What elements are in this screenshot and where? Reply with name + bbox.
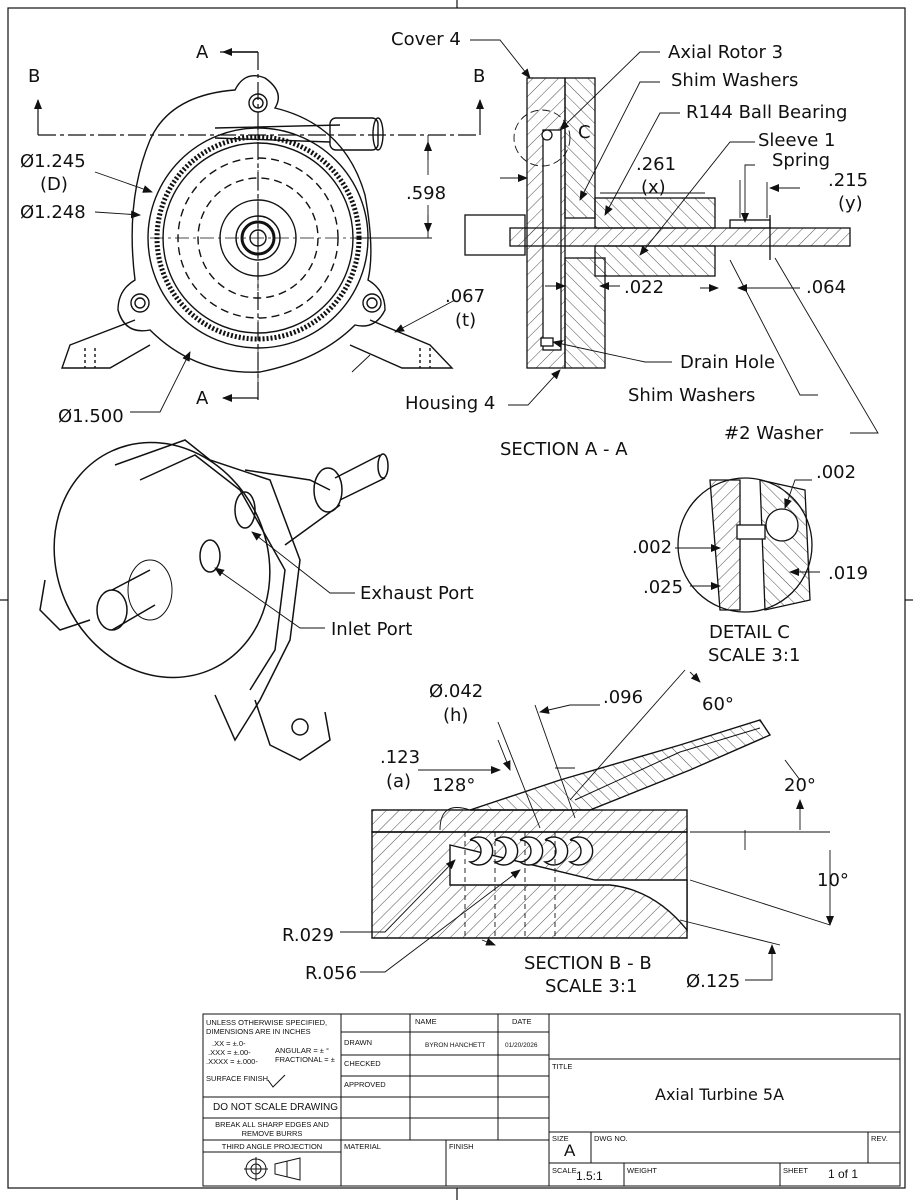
label-bearing: R144 Ball Bearing (686, 102, 848, 123)
section-b-right-label: B (473, 66, 486, 87)
label-rotor: Axial Rotor 3 (668, 42, 784, 63)
front-dimension-lines (94, 135, 456, 413)
label-detail-ref: C (578, 122, 591, 143)
radius-029: R.029 (282, 925, 334, 946)
section-aa-leaders (470, 39, 879, 434)
label-inlet-port: Inlet Port (331, 619, 413, 640)
dim-022: .022 (624, 277, 665, 298)
label-drain: Drain Hole (680, 352, 776, 373)
dim-096: .096 (603, 687, 644, 708)
dim-dia-042: Ø.042 (429, 681, 484, 702)
dim-019: .019 (828, 563, 869, 584)
label-shim-top: Shim Washers (671, 70, 799, 91)
detail-c-dims (675, 479, 820, 590)
dim-dia-1248: Ø1.248 (20, 202, 86, 223)
tb-sheet-label: SHEET (783, 1166, 809, 1175)
label-housing: Housing 4 (405, 393, 496, 414)
angle-10: 10° (817, 870, 849, 891)
detail-c (677, 477, 813, 613)
section-bb (371, 719, 772, 939)
section-a-bottom-label: A (196, 388, 209, 409)
angle-20: 20° (784, 775, 816, 796)
tb-scale: 1.5:1 (576, 1169, 603, 1183)
dim-067-sub: (t) (455, 310, 477, 331)
tb-title-label: TITLE (552, 1062, 573, 1071)
tb-row-approved: APPROVED (344, 1080, 386, 1089)
dim-dia-1245-sub: (D) (40, 174, 68, 195)
dim-215: .215 (828, 170, 869, 191)
title-block (202, 1013, 901, 1187)
section-aa (464, 77, 851, 369)
tb-drawn-name: BYRON HANCHETT (425, 1042, 486, 1049)
dim-dia-042-sub: (h) (443, 705, 469, 726)
tb-col-date: DATE (512, 1017, 532, 1026)
tb-sheet: 1 of 1 (828, 1167, 859, 1181)
dim-dia-125: Ø.125 (686, 971, 741, 992)
front-view (61, 75, 454, 373)
iso-leaders (214, 531, 355, 629)
caption-section-bb: SECTION B - B (524, 953, 652, 974)
tb-size: A (564, 1141, 576, 1160)
label-cover: Cover 4 (391, 29, 461, 50)
dim-261-sub: (x) (641, 177, 666, 198)
tb-tol-xxx: .XXX = ±.00- (208, 1048, 251, 1057)
dim-067: .067 (445, 286, 486, 307)
section-a-top-label: A (196, 42, 209, 63)
label-spring: Spring (772, 150, 831, 171)
tb-burrs-1: BREAK ALL SHARP EDGES AND (215, 1120, 329, 1129)
tb-drawn-date: 01/20/2026 (505, 1042, 538, 1049)
dim-123: .123 (380, 747, 421, 768)
tb-material: MATERIAL (344, 1142, 381, 1151)
tb-row-checked: CHECKED (344, 1059, 381, 1068)
caption-detail-c: DETAIL C (709, 622, 790, 643)
tb-tol-xxxx: .XXXX = ±.000- (206, 1057, 258, 1066)
dim-dia-1245: Ø1.245 (20, 151, 86, 172)
label-shim-bottom: Shim Washers (628, 385, 756, 406)
label-washer: #2 Washer (724, 423, 824, 444)
angle-128: 128° (432, 775, 476, 796)
caption-section-bb-scale: SCALE 3:1 (545, 976, 638, 997)
tb-scale-label: SCALE (552, 1166, 577, 1175)
tb-dwg-label: DWG NO. (594, 1134, 628, 1143)
tb-finish: FINISH (449, 1142, 474, 1151)
dim-215-sub: (y) (838, 193, 863, 214)
tb-tol-xx: .XX = ±.0- (212, 1039, 246, 1048)
label-sleeve: Sleeve 1 (758, 130, 836, 151)
dim-002-top: .002 (816, 462, 857, 483)
tb-title: Axial Turbine 5A (655, 1085, 785, 1104)
tb-surface-finish: SURFACE FINISH (206, 1074, 269, 1083)
tb-no-scale: DO NOT SCALE DRAWING (213, 1102, 339, 1113)
tb-tol-angular: ANGULAR = ± ° (275, 1046, 330, 1055)
dim-002-left: .002 (632, 537, 673, 558)
section-b-left-label: B (28, 66, 41, 87)
iso-view (39, 439, 389, 761)
dim-025: .025 (643, 577, 684, 598)
radius-056: R.056 (305, 963, 357, 984)
tb-notes-2: DIMENSIONS ARE IN INCHES (206, 1027, 311, 1036)
caption-section-aa: SECTION A - A (500, 439, 628, 460)
cutting-plane-lines (34, 48, 484, 402)
dim-598: .598 (406, 183, 447, 204)
tb-rev-label: REV. (871, 1134, 888, 1143)
angle-60: 60° (702, 694, 734, 715)
label-exhaust-port: Exhaust Port (360, 583, 474, 604)
tb-tol-fractional: FRACTIONAL = ± (275, 1055, 335, 1064)
dim-dia-1500: Ø1.500 (58, 406, 124, 427)
tb-burrs-2: REMOVE BURRS (241, 1129, 303, 1138)
tb-row-drawn: DRAWN (344, 1038, 373, 1047)
tb-notes-1: UNLESS OTHERWISE SPECIFIED, (206, 1018, 328, 1027)
tb-size-label: SIZE (552, 1134, 569, 1143)
tb-projection: THIRD ANGLE PROJECTION (221, 1142, 323, 1151)
section-bb-dims (340, 669, 834, 981)
dim-123-sub: (a) (386, 771, 412, 792)
dim-261: .261 (636, 154, 677, 175)
dim-064: .064 (806, 277, 847, 298)
caption-detail-c-scale: SCALE 3:1 (708, 645, 801, 666)
tb-col-name: NAME (415, 1017, 437, 1026)
tb-weight-label: WEIGHT (627, 1166, 657, 1175)
